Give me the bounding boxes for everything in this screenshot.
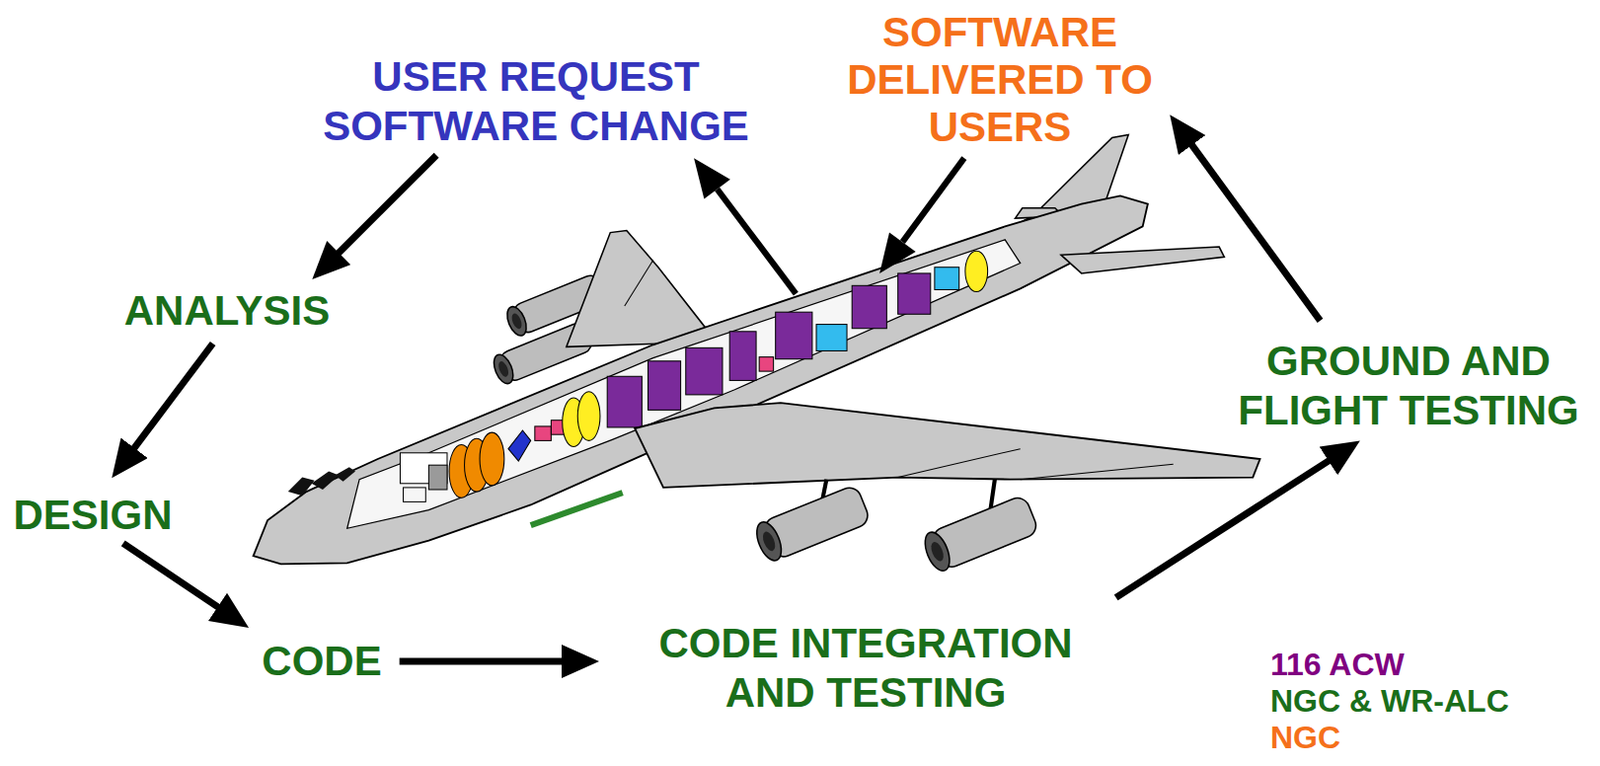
engine [919, 494, 1040, 575]
purple-equipment [685, 347, 723, 395]
purple-equipment [729, 331, 757, 381]
yellow-drum [577, 391, 601, 442]
step-label: USER REQUEST SOFTWARE CHANGE [308, 52, 763, 152]
far-wing [566, 230, 717, 348]
purple-equipment [898, 273, 931, 314]
step-label: SOFTWARE DELIVERED TO USERS [835, 8, 1166, 152]
purple-equipment [851, 285, 887, 328]
purple-equipment [648, 361, 682, 411]
cockpit-window [311, 470, 340, 490]
step-label: GROUND AND FLIGHT TESTING [1225, 336, 1592, 436]
cockpit-window [288, 477, 315, 497]
flow-arrow [399, 658, 564, 666]
orange-drum [479, 432, 505, 486]
step-label: DESIGN [12, 490, 172, 540]
wing-panel-line [624, 259, 654, 305]
engine-fan [510, 311, 525, 330]
blue-console [508, 430, 532, 461]
yellow-drum [965, 250, 989, 292]
engine-intake [503, 304, 531, 339]
purple-equipment [775, 311, 813, 360]
flow-arrow [133, 343, 214, 450]
crew-seat [428, 464, 448, 490]
organization-name: NGC [1270, 719, 1510, 757]
flow-arrow [1190, 143, 1320, 321]
step-text: CODE INTEGRATION AND TESTING [648, 618, 1083, 718]
step-text: CODE [261, 636, 381, 686]
arrow-head [879, 231, 916, 274]
near-wing [634, 402, 1260, 488]
arrow-head [693, 157, 731, 199]
engine-intake [490, 351, 518, 386]
step-label: CODE INTEGRATION AND TESTING [648, 618, 1083, 718]
engine-intake [752, 518, 787, 564]
aircraft-arrow [717, 189, 797, 295]
engine [752, 484, 872, 565]
step-label: ANALYSIS [124, 286, 331, 336]
aircraft-arrow [902, 157, 965, 242]
organization-name: NGC & WR-ALC [1270, 683, 1510, 720]
purple-equipment [607, 376, 642, 428]
organization-list: 116 ACWNGC & WR-ALCNGC [1270, 646, 1510, 757]
flow-arrow [337, 154, 437, 254]
step-text: SOFTWARE DELIVERED TO USERS [835, 8, 1166, 152]
pink-box [759, 357, 773, 372]
step-label: CODE [261, 636, 381, 686]
organization-name: 116 ACW [1270, 646, 1510, 684]
step-text: ANALYSIS [124, 286, 331, 336]
horizontal-stabilizer [1061, 246, 1224, 274]
step-text: GROUND AND FLIGHT TESTING [1225, 336, 1592, 436]
flow-arrow [123, 542, 220, 609]
engine-intake [919, 529, 955, 575]
door-outline [403, 487, 427, 502]
cyan-box [934, 267, 960, 291]
flow-arrow [1116, 459, 1331, 598]
step-text: DESIGN [12, 490, 172, 540]
green-strip [531, 492, 623, 526]
cockpit-window [334, 466, 356, 481]
engine-fan [760, 530, 777, 553]
step-text: USER REQUEST SOFTWARE CHANGE [308, 52, 763, 152]
cyan-box [816, 324, 847, 352]
pink-box [534, 426, 552, 441]
flap-line [898, 449, 1021, 478]
flap-line [1020, 463, 1174, 479]
engine-fan [928, 539, 946, 563]
engine-fan [496, 360, 511, 379]
